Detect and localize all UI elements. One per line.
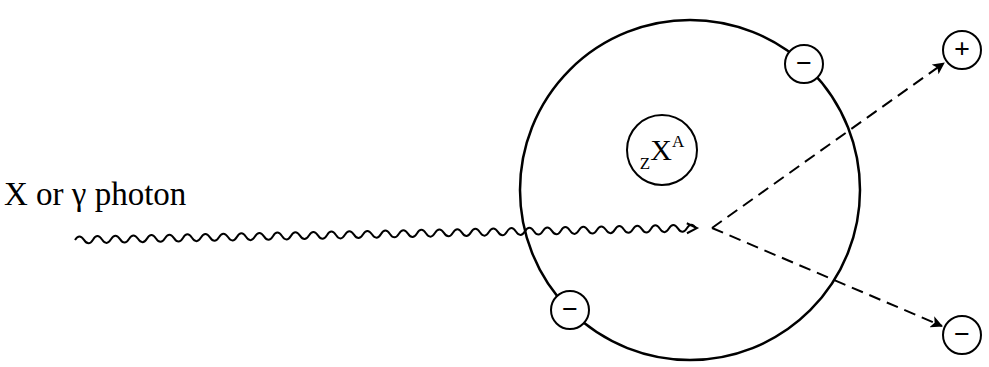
electron-track bbox=[712, 228, 942, 326]
mass-number: A bbox=[672, 132, 684, 151]
node-content: + bbox=[954, 36, 970, 64]
charge-sign: − bbox=[954, 318, 970, 349]
node-content: − bbox=[796, 50, 812, 78]
electron-orbit bbox=[520, 20, 860, 360]
node-content: − bbox=[954, 321, 970, 349]
atomic-number: Z bbox=[640, 154, 650, 173]
nucleus-circle: ZXA bbox=[626, 114, 698, 186]
positron-track bbox=[712, 63, 944, 228]
positron: + bbox=[942, 30, 982, 70]
orbital-electron: − bbox=[784, 44, 824, 84]
node-content: ZXA bbox=[640, 135, 684, 165]
orbital-electron: − bbox=[550, 290, 590, 330]
charge-sign: − bbox=[562, 293, 578, 324]
charge-sign: − bbox=[796, 47, 812, 78]
photon-wave bbox=[75, 223, 697, 245]
emitted-electron: − bbox=[942, 315, 982, 355]
photon-label: X or γ photon bbox=[4, 176, 186, 212]
element-symbol: X bbox=[650, 133, 672, 166]
charge-sign: + bbox=[954, 33, 970, 64]
node-content: − bbox=[562, 296, 578, 324]
